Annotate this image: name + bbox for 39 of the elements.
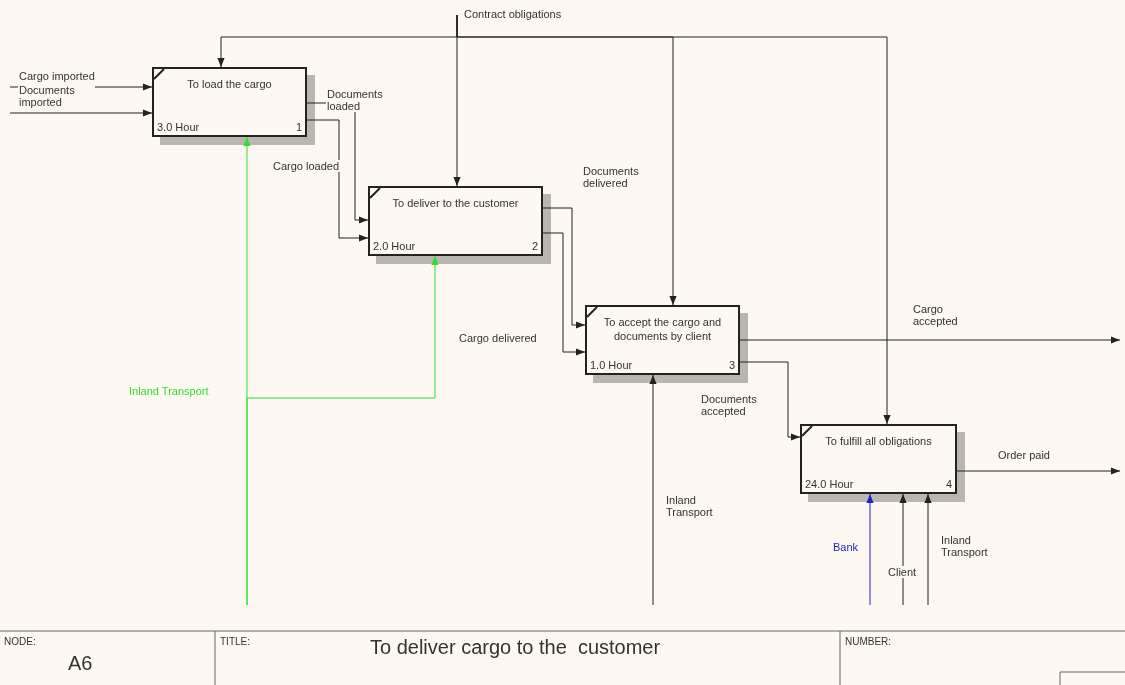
- arrow: [899, 493, 907, 606]
- diagram-title: To deliver cargo to the customer: [370, 636, 661, 659]
- edge-label: Bank: [832, 541, 860, 553]
- activity-number: 3: [728, 359, 735, 371]
- arrow: [866, 493, 874, 606]
- activity-title: To fulfill all obligations: [824, 434, 933, 448]
- edge-label: Contract obligations: [463, 8, 563, 20]
- field-caption: NUMBER:: [845, 636, 892, 647]
- activity-title: To deliver to the customer: [391, 196, 520, 210]
- arrow: [542, 232, 586, 356]
- arrow: [739, 361, 801, 441]
- activity-number: 1: [295, 121, 302, 133]
- duration-label: 2.0 Hour: [373, 240, 416, 252]
- edge-label: Cargo delivered: [458, 332, 538, 344]
- arrow: [956, 467, 1121, 475]
- arrow: [739, 336, 1121, 344]
- edge-label: Client: [887, 566, 918, 578]
- field-caption: TITLE:: [220, 636, 250, 647]
- edge-label: Order paid: [997, 449, 1051, 461]
- arrow: [9, 109, 153, 117]
- activity-title: To accept the cargo and documents by client: [602, 315, 723, 343]
- node-number: A6: [68, 652, 93, 675]
- arrow: [306, 119, 369, 242]
- arrow: [456, 14, 891, 425]
- arrow: [542, 207, 586, 329]
- arrow: [924, 493, 932, 606]
- duration-label: 1.0 Hour: [590, 359, 633, 371]
- activity-number: 2: [531, 240, 538, 252]
- edge-label: Documents imported: [18, 84, 95, 108]
- duration-label: 24.0 Hour: [805, 478, 854, 490]
- arrow: [649, 374, 657, 606]
- edge-label: Cargo imported: [18, 70, 96, 82]
- activity-number: 4: [945, 478, 952, 490]
- field-caption: NODE:: [4, 636, 36, 647]
- activity-title: To load the cargo: [186, 77, 273, 91]
- edge-label: Inland Transport: [128, 385, 210, 397]
- arrow: [246, 255, 439, 606]
- duration-label: 3.0 Hour: [157, 121, 200, 133]
- edge-label: Cargo loaded: [272, 160, 341, 172]
